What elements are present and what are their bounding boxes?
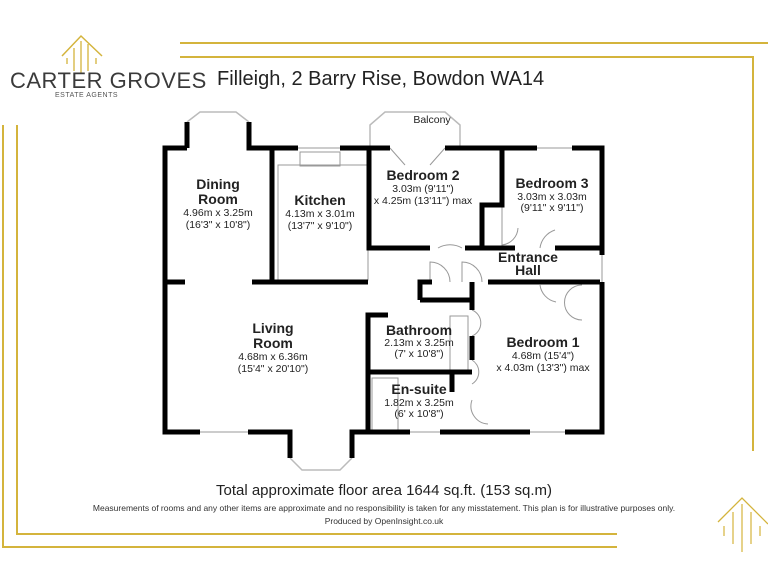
room-bedroom-3: Bedroom 3 3.03m x 3.03m (9'11" x 9'11") [515, 175, 588, 214]
svg-text:Bedroom 3: Bedroom 3 [515, 175, 588, 191]
disclaimer: Measurements of rooms and any other item… [92, 503, 676, 513]
room-kitchen: Kitchen 4.13m x 3.01m (13'7" x 9'10") [285, 192, 355, 232]
svg-text:3.03m x 3.03m: 3.03m x 3.03m [517, 191, 587, 203]
frame-line-right-inner [752, 56, 754, 451]
svg-text:Balcony: Balcony [413, 114, 451, 126]
frame-line-bottom-outer [2, 546, 617, 548]
svg-text:4.68m x 6.36m: 4.68m x 6.36m [238, 351, 308, 363]
svg-text:4.96m x 3.25m: 4.96m x 3.25m [183, 207, 253, 219]
svg-text:Dining: Dining [196, 176, 240, 192]
walls [162, 122, 605, 458]
svg-text:4.68m (15'4"): 4.68m (15'4") [512, 350, 574, 362]
frame-line-top-inner [180, 56, 754, 58]
room-entrance-hall: Entrance Hall [498, 249, 558, 278]
house-watermark-icon [717, 497, 768, 552]
svg-text:Hall: Hall [515, 262, 541, 278]
svg-text:Entrance: Entrance [498, 249, 558, 265]
room-bedroom-2: Bedroom 2 3.03m (9'11") x 4.25m (13'11")… [374, 167, 473, 207]
brand-name: CARTER GROVES [10, 68, 207, 93]
windows-and-bays [186, 111, 603, 471]
svg-text:Room: Room [253, 335, 293, 351]
svg-text:4.13m x 3.01m: 4.13m x 3.01m [285, 208, 355, 220]
page-title: Filleigh, 2 Barry Rise, Bowdon WA14 [217, 68, 545, 90]
frame-line-bottom-inner [16, 533, 617, 535]
svg-text:Living: Living [252, 320, 293, 336]
svg-text:Bedroom 2: Bedroom 2 [386, 167, 459, 183]
frame-line-left-outer [2, 125, 4, 547]
svg-text:Kitchen: Kitchen [294, 192, 345, 208]
frame-line-left-inner [16, 125, 18, 534]
brand-subtitle: ESTATE AGENTS [55, 92, 119, 99]
total-floor-area: Total approximate floor area 1644 sq.ft.… [215, 482, 552, 499]
svg-text:Bedroom 1: Bedroom 1 [506, 334, 579, 350]
svg-text:Room: Room [198, 191, 238, 207]
door-swings [277, 147, 583, 431]
room-dining: Dining Room 4.96m x 3.25m (16'3" x 10'8"… [183, 176, 253, 231]
svg-text:x 4.03m (13'3") max: x 4.03m (13'3") max [496, 362, 590, 374]
svg-text:3.03m (9'11"): 3.03m (9'11") [392, 183, 454, 195]
svg-text:En-suite: En-suite [391, 381, 446, 397]
room-bedroom-1: Bedroom 1 4.68m (15'4") x 4.03m (13'3") … [496, 334, 590, 374]
svg-text:(16'3" x 10'8"): (16'3" x 10'8") [186, 219, 251, 231]
house-logo-icon [61, 34, 103, 74]
svg-text:x 4.25m (13'11") max: x 4.25m (13'11") max [374, 195, 473, 207]
svg-text:Bathroom: Bathroom [386, 322, 452, 338]
produced-by: Produced by OpenInsight.co.uk [324, 516, 444, 526]
svg-text:(13'7" x 9'10"): (13'7" x 9'10") [288, 220, 353, 232]
room-bathroom: Bathroom 2.13m x 3.25m (7' x 10'8") [384, 322, 454, 360]
svg-text:(7' x 10'8"): (7' x 10'8") [394, 348, 443, 360]
svg-text:1.82m x 3.25m: 1.82m x 3.25m [384, 397, 454, 409]
room-balcony: Balcony [413, 114, 451, 126]
room-living: Living Room 4.68m x 6.36m (15'4" x 20'10… [238, 320, 308, 375]
room-ensuite: En-suite 1.82m x 3.25m (6' x 10'8") [384, 381, 454, 420]
svg-text:(15'4" x 20'10"): (15'4" x 20'10") [238, 363, 308, 375]
svg-text:(6' x 10'8"): (6' x 10'8") [394, 408, 443, 420]
frame-line-top-outer [180, 42, 768, 44]
svg-text:(9'11" x 9'11"): (9'11" x 9'11") [520, 202, 583, 214]
svg-text:2.13m x 3.25m: 2.13m x 3.25m [384, 337, 454, 349]
room-labels: Dining Room 4.96m x 3.25m (16'3" x 10'8"… [183, 114, 590, 420]
